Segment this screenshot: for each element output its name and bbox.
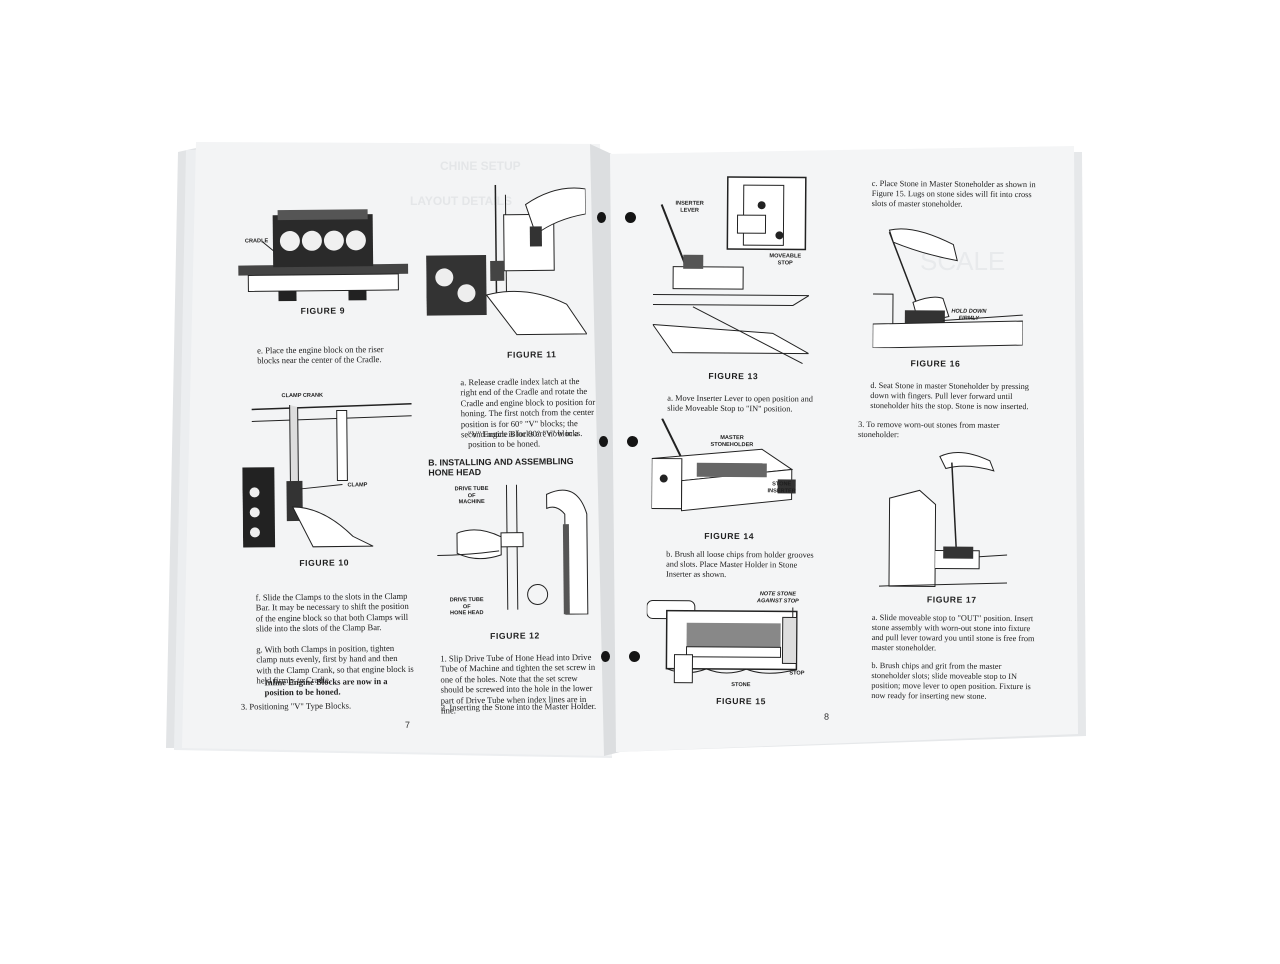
step-b17-text: b. Brush chips and grit from the master … — [871, 661, 1039, 702]
figure-17-caption: FIGURE 17 — [927, 594, 977, 604]
figure-15-illustration — [646, 596, 807, 689]
step-d-text: d. Seat Stone in master Stoneholder by p… — [870, 381, 1038, 412]
step-c-text: c. Place Stone in Master Stoneholder as … — [872, 179, 1040, 210]
figure-15-label-stop: STOP — [789, 670, 804, 677]
figure-16-caption: FIGURE 16 — [911, 358, 961, 368]
page-number-8: 8 — [824, 712, 829, 722]
figure-14-illustration — [651, 418, 802, 521]
figure-17-illustration — [879, 446, 1008, 589]
figure-16-illustration — [873, 224, 1024, 349]
figure-15-caption: FIGURE 15 — [716, 696, 766, 706]
figure-13-caption: FIGURE 13 — [708, 371, 758, 381]
step-a17-text: a. Slide moveable stop to "OUT" position… — [872, 613, 1040, 654]
figure-14-label-master-stoneholder: MASTER STONEHOLDER — [704, 435, 760, 449]
step-b14-text: b. Brush all loose chips from holder gro… — [666, 550, 816, 581]
figure-13-label-inserter-lever: INSERTER LEVER — [670, 201, 710, 214]
figure-16-label-hold-down: HOLD DOWN FIRMLY — [947, 309, 991, 322]
step-3r-text: 3. To remove worn-out stones from master… — [858, 420, 1038, 441]
figure-14-caption: FIGURE 14 — [704, 531, 754, 541]
step-a13-text: a. Move Inserter Lever to open position … — [667, 394, 817, 415]
figure-14-label-stone-inserter: STONE INSERTER — [762, 481, 802, 494]
figure-15-label-note: NOTE STONE AGAINST STOP — [753, 591, 803, 605]
figure-13-label-moveable-stop: MOVEABLE STOP — [763, 253, 807, 266]
figure-15-label-stone: STONE — [731, 682, 750, 689]
